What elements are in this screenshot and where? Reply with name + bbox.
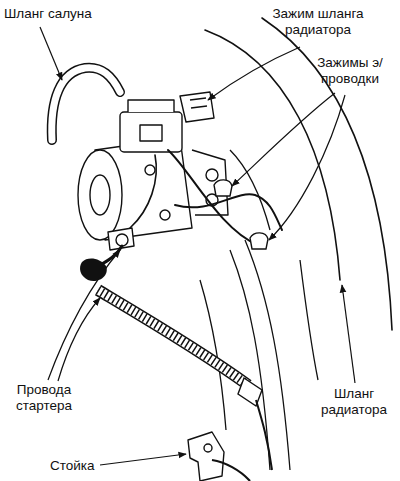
conduit-fill xyxy=(98,290,248,385)
terminal-boot xyxy=(80,259,107,282)
block-edge xyxy=(245,240,290,470)
leader-line xyxy=(269,95,345,240)
engine-block xyxy=(200,150,318,470)
leader-lines xyxy=(40,27,355,465)
stand-bracket xyxy=(188,432,250,481)
block-edge xyxy=(230,150,270,230)
leader-line xyxy=(208,47,300,100)
leader-line xyxy=(342,285,355,383)
bracket-plate xyxy=(188,432,224,481)
solenoid-top xyxy=(128,100,174,112)
wiring-clamp xyxy=(214,180,232,196)
leader-line xyxy=(40,27,62,80)
part-label: Шланг салуна xyxy=(4,6,124,22)
part-label: Зажимы э/проводки xyxy=(305,55,395,86)
part-label: Зажим шланга радиатора xyxy=(262,6,374,37)
wiring-clamps xyxy=(214,180,268,249)
motor-end-boss xyxy=(90,175,110,215)
block-edge xyxy=(300,260,318,380)
conduit-ridges xyxy=(98,290,248,385)
bolt xyxy=(160,210,170,220)
part-label: Провода стартера xyxy=(4,382,84,413)
block-edge xyxy=(230,250,270,470)
leader-line xyxy=(48,250,120,380)
bracket-bolt xyxy=(204,444,212,452)
starter-wires xyxy=(95,150,282,268)
cable xyxy=(256,400,272,470)
conduit-outline xyxy=(98,290,248,385)
solenoid-cover xyxy=(140,125,162,141)
connector-body xyxy=(238,378,262,406)
wiring-clamp xyxy=(250,233,268,249)
solenoid xyxy=(120,112,182,152)
leader-line xyxy=(232,93,335,186)
leader-line xyxy=(100,454,186,465)
harness-wire xyxy=(168,150,258,245)
starter-motor xyxy=(78,92,228,250)
bolt xyxy=(206,169,218,181)
cable xyxy=(212,460,250,481)
cable-conduit xyxy=(98,290,248,385)
motor-end-cap xyxy=(78,150,122,240)
leader-line xyxy=(58,298,100,381)
bolt xyxy=(145,165,155,175)
hose-clamp xyxy=(180,92,214,122)
hose-clamp-slot xyxy=(190,98,207,108)
part-label: Шланг радиатора xyxy=(312,386,396,417)
terminal-nut xyxy=(116,234,128,246)
part-label: Стойка xyxy=(50,458,110,474)
connector xyxy=(238,378,272,470)
harness-wire xyxy=(130,155,156,228)
